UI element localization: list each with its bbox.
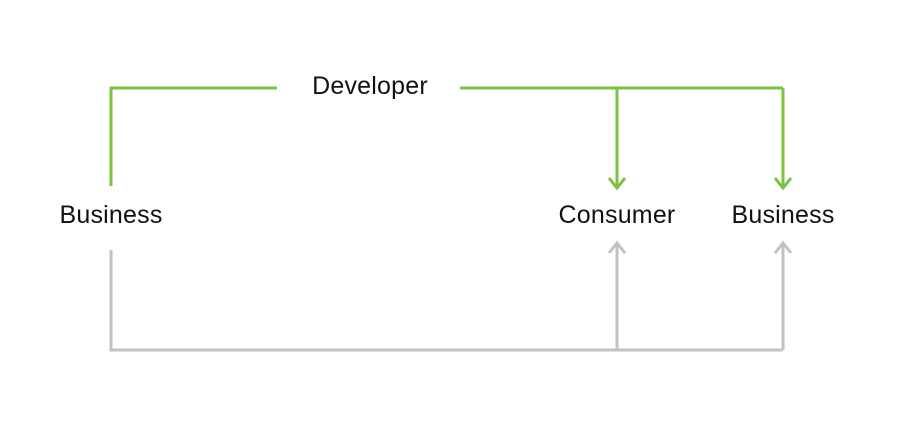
developer-to-business-left-connector — [109, 86, 277, 186]
business-flow — [109, 240, 793, 352]
developer-to-consumer-arrowhead — [607, 177, 627, 191]
developer-node-label: Developer — [312, 72, 428, 100]
bottom-to-consumer-arrowhead — [607, 240, 627, 254]
bottom-to-business-right-arrowhead — [773, 240, 793, 254]
business-left-to-bottom-connector — [109, 250, 783, 352]
consumer-node-label: Consumer — [558, 201, 676, 229]
developer-to-business-right-arrowhead — [773, 177, 793, 191]
developer-flow — [109, 86, 793, 191]
business-right-node-label: Business — [731, 201, 835, 229]
business-left-node-label: Business — [59, 201, 163, 229]
